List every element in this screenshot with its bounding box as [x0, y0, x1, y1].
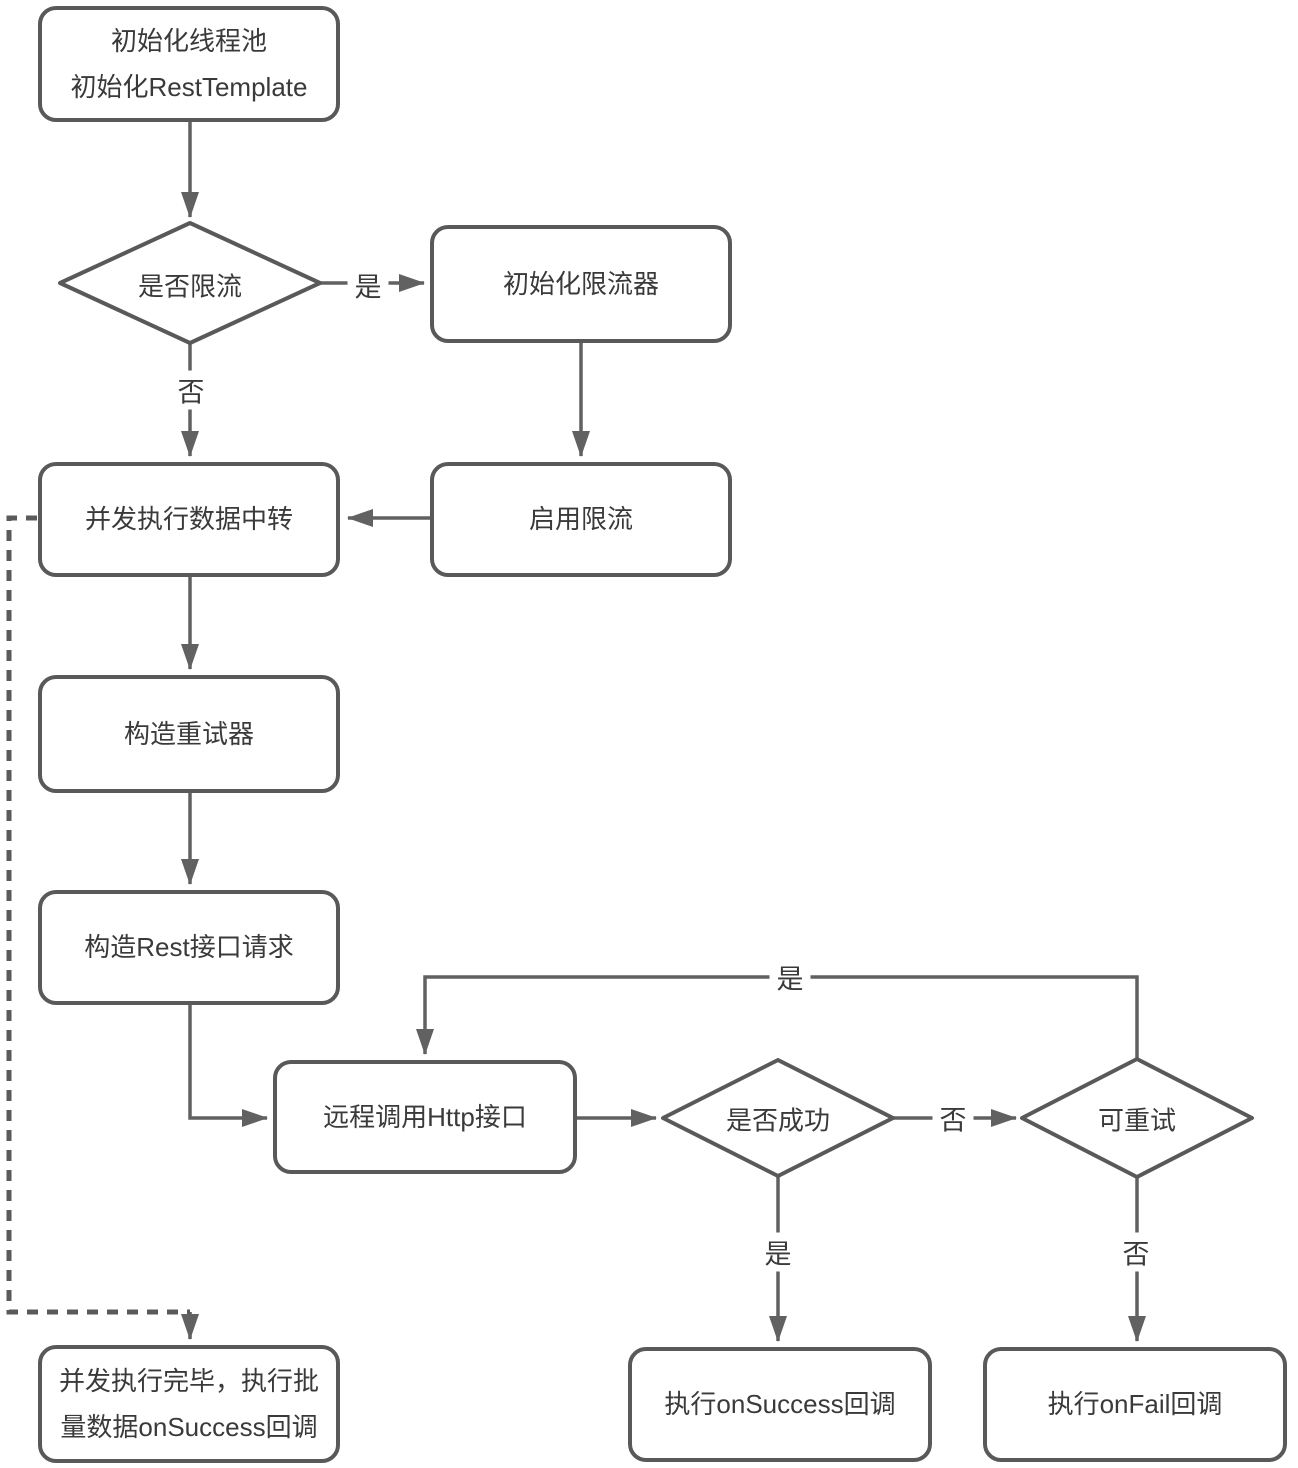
edge-label-success-no: 否: [932, 1098, 974, 1138]
node-init-line-1: 初始化线程池: [110, 25, 267, 56]
diamond-limit-check-label: 是否限流: [137, 271, 243, 302]
node-enable-limit: 启用限流: [430, 462, 732, 577]
node-batch-complete-line-2: 量数据onSuccess回调: [60, 1412, 318, 1442]
edge-label-limit-no: 否: [170, 370, 212, 410]
diamond-retry-check-label: 可重试: [1097, 1105, 1177, 1136]
edge-label-success-yes: 是: [757, 1232, 799, 1272]
edge-label-limit-yes: 是: [347, 265, 389, 305]
node-concurrent-transfer-label: 并发执行数据中转: [84, 504, 293, 535]
node-batch-complete: 并发执行完毕，执行批 量数据onSuccess回调: [38, 1345, 340, 1463]
node-enable-limit-label: 启用限流: [528, 504, 633, 535]
node-on-success-callback: 执行onSuccess回调: [628, 1347, 932, 1462]
diamond-retry-check: [1020, 1057, 1254, 1179]
edge-label-retry-no: 否: [1115, 1232, 1157, 1272]
node-build-rest-request-label: 构造Rest接口请求: [84, 932, 294, 963]
node-on-fail-callback-label: 执行onFail回调: [1047, 1389, 1223, 1420]
node-on-fail-callback: 执行onFail回调: [983, 1347, 1287, 1462]
edge-label-retry-loop-yes: 是: [769, 957, 811, 997]
node-remote-call-http-label: 远程调用Http接口: [323, 1101, 527, 1132]
edge-request-to-remote-call: [188, 1005, 268, 1127]
node-concurrent-transfer: 并发执行数据中转: [38, 462, 340, 577]
node-init-thread-pool: 初始化线程池 初始化RestTemplate: [38, 6, 340, 122]
node-on-success-callback-label: 执行onSuccess回调: [664, 1389, 896, 1420]
diamond-success-check-label: 是否成功: [725, 1105, 831, 1136]
diamond-success-check: [661, 1058, 895, 1178]
node-build-rest-request: 构造Rest接口请求: [38, 890, 340, 1005]
node-remote-call-http: 远程调用Http接口: [273, 1060, 577, 1174]
node-init-line-2: 初始化RestTemplate: [70, 72, 308, 102]
edge-concurrent-dashed-to-batch-complete: [6, 515, 190, 1315]
node-batch-complete-line-1: 并发执行完毕，执行批: [58, 1365, 319, 1396]
node-init-limiter: 初始化限流器: [430, 225, 732, 343]
node-init-limiter-label: 初始化限流器: [502, 268, 659, 299]
diamond-limit-check: [58, 221, 322, 345]
node-build-retrier: 构造重试器: [38, 675, 340, 793]
node-build-retrier-label: 构造重试器: [123, 718, 254, 749]
